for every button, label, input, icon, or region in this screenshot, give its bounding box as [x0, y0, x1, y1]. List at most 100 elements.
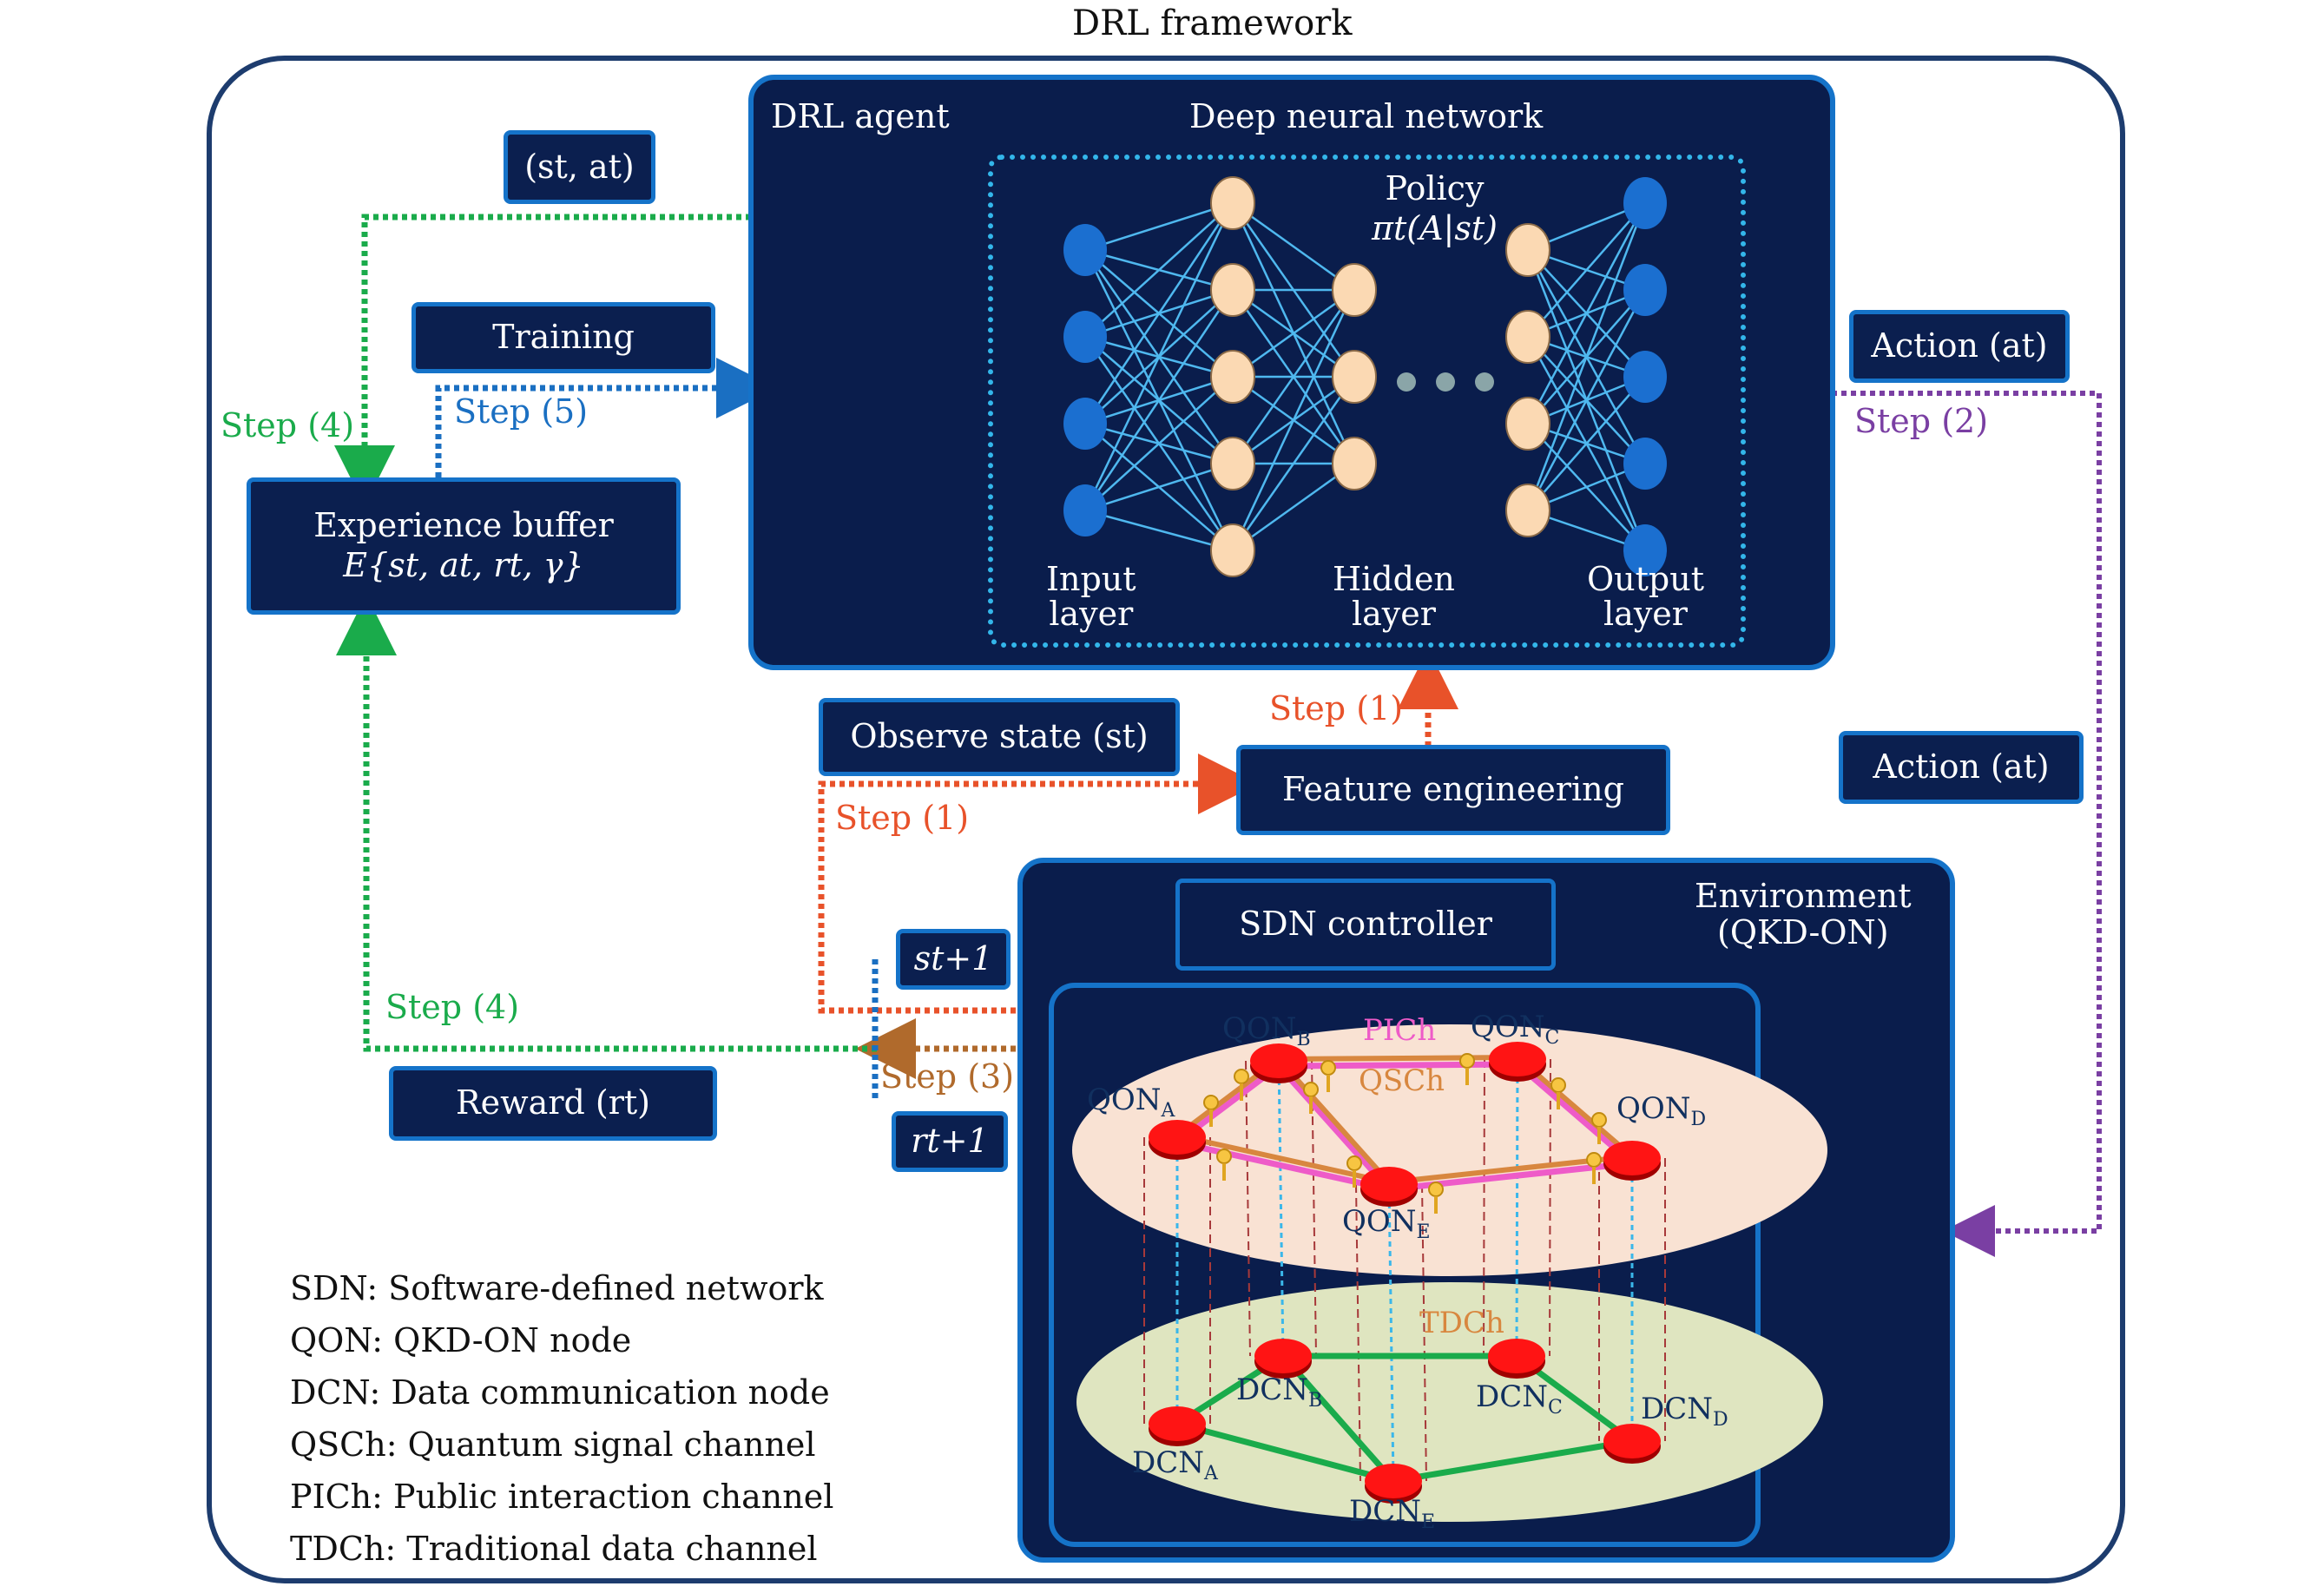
node-link [1515, 1058, 1519, 1357]
step4-bottom-label: Step (4) [385, 988, 520, 1026]
key-icon [1346, 1155, 1362, 1171]
step1-left-label: Step (1) [835, 799, 970, 837]
legend-sdn: SDN: Software-defined network [290, 1269, 824, 1307]
pich-label: PICh [1363, 1013, 1436, 1048]
arrow-step4-top [334, 214, 751, 506]
nn-connection [1232, 462, 1355, 552]
qon-node [1603, 1141, 1661, 1175]
dcn-label: DCND [1641, 1392, 1728, 1431]
input-node [1063, 311, 1107, 363]
key-icon [1320, 1060, 1336, 1076]
state-action-box: (st, at) [504, 130, 655, 204]
node-link [1245, 1060, 1251, 1357]
key-icon [1550, 1077, 1566, 1093]
hidden-node [1505, 223, 1550, 277]
input-node [1063, 224, 1107, 276]
feature-engineering-box: Feature engineering [1236, 745, 1670, 835]
qon-node [1360, 1167, 1418, 1201]
nn-connection [1526, 289, 1647, 511]
training-box: Training [411, 302, 715, 373]
step4-top-label: Step (4) [221, 406, 355, 444]
experience-buffer-box: Experience buffer E{st, at, rt, γ} [247, 477, 681, 615]
legend-qon: QON: QKD-ON node [290, 1321, 632, 1359]
tdch-link [1176, 1420, 1394, 1484]
hidden-node [1210, 437, 1255, 490]
action-box-top: Action (at) [1849, 310, 2070, 383]
nn-connection [1232, 288, 1355, 379]
qon-label: QONC [1471, 1010, 1559, 1049]
qsch-link [1278, 1055, 1518, 1062]
arrow-step2 [1832, 391, 2102, 1257]
step5-label: Step (5) [454, 392, 589, 431]
legend-pich: PICh: Public interaction channel [290, 1478, 834, 1516]
key-icon [1234, 1069, 1249, 1084]
nn-connection [1084, 462, 1234, 512]
next-reward-box: rt+1 [892, 1111, 1008, 1172]
observe-state-box: Observe state (st) [819, 698, 1180, 776]
drl-agent-label: DRL agent [771, 97, 950, 135]
pich-link [1276, 1063, 1392, 1192]
reward-box: Reward (rt) [389, 1066, 717, 1141]
nn-connection [1526, 202, 1647, 425]
tdch-link [1281, 1353, 1396, 1484]
input-node [1063, 484, 1107, 536]
qsch-label: QSCh [1359, 1063, 1445, 1098]
input-node [1063, 398, 1107, 450]
dnn-title: Deep neural network [1189, 97, 1544, 135]
action-box-right: Action (at) [1839, 731, 2084, 804]
nn-connection [1083, 289, 1234, 511]
hidden-node [1332, 437, 1377, 490]
nn-connection [1084, 202, 1234, 338]
dcn-node [1149, 1406, 1206, 1441]
key-icon [1216, 1149, 1232, 1164]
hidden-node [1505, 397, 1550, 451]
hidden-node [1505, 310, 1550, 364]
node-link [1387, 1183, 1395, 1482]
nn-connection [1083, 202, 1234, 425]
qon-node [1250, 1043, 1307, 1078]
dcn-node [1365, 1464, 1422, 1498]
dcn-label: DCNE [1349, 1494, 1435, 1533]
hidden-node [1210, 263, 1255, 317]
key-icon [1586, 1152, 1602, 1168]
sdn-controller-box: SDN controller [1175, 879, 1556, 971]
node-link [1483, 1058, 1485, 1357]
nn-connection [1527, 376, 1646, 511]
output-node [1623, 351, 1667, 403]
hidden-node [1505, 484, 1550, 537]
node-link [1277, 1060, 1285, 1357]
output-node [1623, 264, 1667, 316]
tdch-label: TDCh [1419, 1306, 1504, 1340]
dcn-label: DCNC [1476, 1379, 1563, 1419]
dcn-label: DCNA [1132, 1445, 1219, 1484]
hidden-node [1210, 176, 1255, 230]
pich-link [1278, 1061, 1518, 1070]
output-node [1623, 438, 1667, 490]
dcn-node [1254, 1339, 1312, 1373]
nn-connection [1083, 202, 1234, 511]
dcn-label: DCNB [1236, 1372, 1322, 1412]
qon-label: QOND [1616, 1091, 1706, 1130]
nn-connection [1232, 201, 1355, 292]
legend-tdch: TDCh: Traditional data channel [290, 1530, 818, 1568]
step1-top-label: Step (1) [1269, 689, 1404, 727]
hidden-node [1210, 523, 1255, 577]
node-link [1355, 1183, 1361, 1482]
nn-connection [1084, 201, 1234, 252]
dnn-frame [988, 155, 1746, 648]
dcn-node [1603, 1424, 1661, 1458]
nn-connection [1231, 289, 1356, 464]
qon-label: QONB [1222, 1011, 1311, 1050]
step2-label: Step (2) [1854, 402, 1989, 440]
node-link [1421, 1183, 1427, 1482]
arrow-step1-left [818, 754, 1259, 1014]
nn-connection [1084, 509, 1234, 552]
ellipsis-dot [1397, 372, 1416, 392]
qkd-plane [1072, 1024, 1827, 1276]
